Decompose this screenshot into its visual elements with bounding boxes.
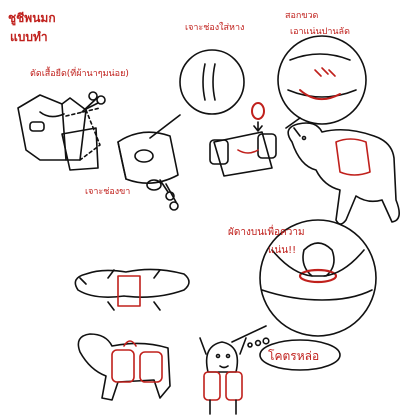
cut-shirt-label: ตัดเสื้อยืด(ที่ผ้านาๆมน่อย) [30, 69, 129, 79]
speech-bubble [259, 339, 341, 371]
thought-dots [247, 337, 270, 348]
leg-holes-label: เจาะช่องขา [85, 187, 131, 197]
zoom-bubble-tail-hole [149, 49, 245, 139]
speech-text: โคตรหล่อ [268, 349, 320, 363]
tie-label-line-2: แน่น!! [268, 245, 297, 256]
fabric-tube-drawing [117, 131, 179, 184]
cut-out-hole [146, 179, 162, 191]
zoom-bubble-sewing [277, 35, 367, 129]
dog-standing-drawing [77, 333, 171, 401]
scissors-icon-legs [159, 179, 179, 211]
cut-dashed-line [65, 107, 101, 117]
tie-label-line-1: ผัดางบนเพื่อความ [228, 227, 305, 238]
tail-hole-label: เจาะช่องใส่หาง [185, 23, 245, 33]
scissors-icon-cut [81, 91, 106, 113]
cut-fabric-piece [61, 127, 99, 171]
sew-label-line-1: สอกขวด [285, 11, 319, 21]
dog-top-view-drawing [74, 268, 190, 311]
title-line-2: แบบทำ [10, 30, 48, 44]
down-arrow-icon [253, 121, 263, 132]
zoom-bubble-tie [231, 219, 377, 343]
sew-label-line-2: เอาแน่นปานลัด [290, 27, 350, 37]
dog-with-vest-drawing [287, 122, 400, 225]
tshirt-drawing [17, 94, 101, 161]
tube-with-bottle-drawing [209, 131, 277, 177]
title-line-1: ชูชีพนมก [8, 11, 56, 25]
dog-front-view-drawing [199, 337, 247, 415]
bottle-ring-icon [251, 102, 265, 120]
